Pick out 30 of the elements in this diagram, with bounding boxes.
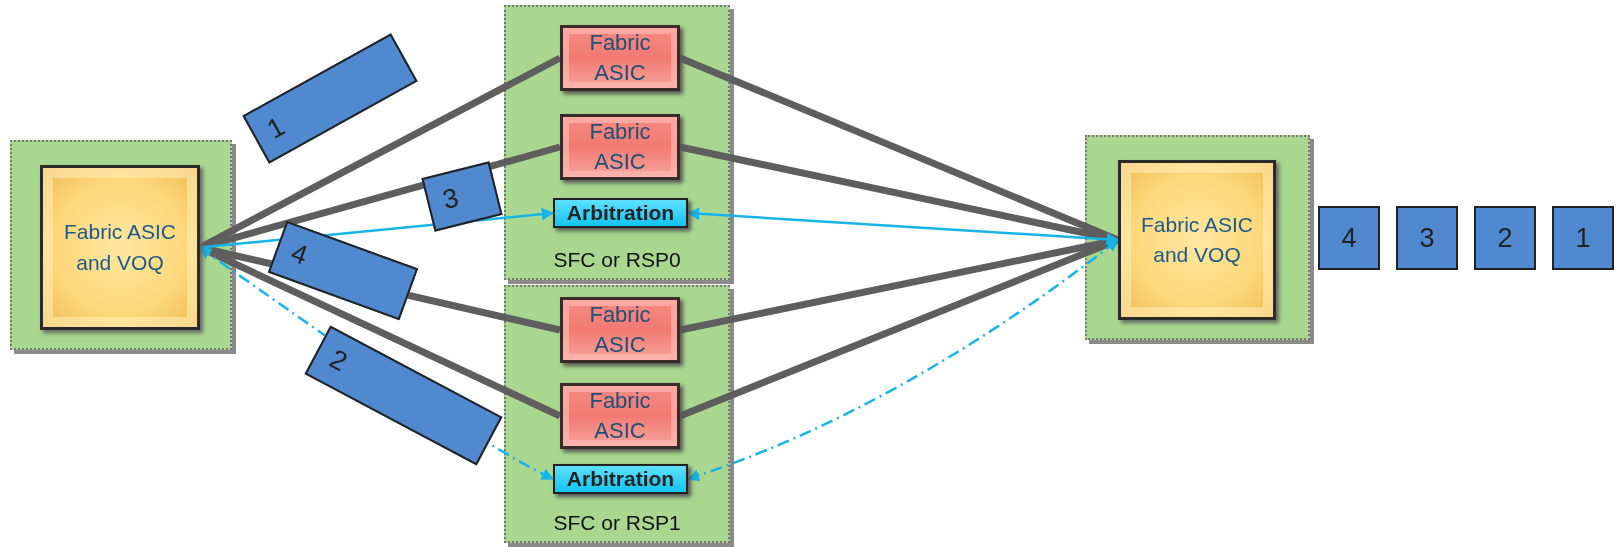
box-label: Fabric ASIC: [588, 301, 652, 359]
arbitration-box: [553, 198, 688, 228]
arrow: [686, 207, 1120, 246]
module-label: SFC or RSP1: [553, 511, 681, 535]
box-label: Fabric ASIC: [588, 387, 652, 445]
chip-box: [560, 25, 680, 91]
chip-box: [1118, 160, 1276, 320]
packet-box: 4: [267, 220, 419, 320]
packet-box: 1: [1552, 206, 1614, 270]
box-label: Fabric ASIC: [588, 118, 652, 176]
packet-box: 3: [421, 160, 503, 232]
module-label: SFC or RSP0: [553, 248, 681, 272]
packet-box: 2: [1474, 206, 1536, 270]
box-label: Fabric ASIC: [588, 29, 652, 87]
chip-box: [560, 383, 680, 449]
packet-box: 1: [242, 32, 418, 164]
arrow: [686, 239, 1119, 482]
packet-box: 4: [1318, 206, 1380, 270]
packet-box: 2: [304, 324, 502, 466]
box-label: Arbitration: [566, 467, 675, 491]
chip-box: [560, 297, 680, 363]
box-label: Fabric ASIC and VOQ: [62, 219, 177, 276]
arrow: [199, 207, 555, 249]
box-label: Fabric ASIC and VOQ: [1139, 211, 1254, 268]
packet-box: 3: [1396, 206, 1458, 270]
chip-box: [40, 165, 200, 330]
arbitration-box: [553, 464, 688, 494]
chip-box: [560, 114, 680, 180]
arrow: [199, 246, 555, 481]
box-label: Arbitration: [566, 201, 675, 225]
